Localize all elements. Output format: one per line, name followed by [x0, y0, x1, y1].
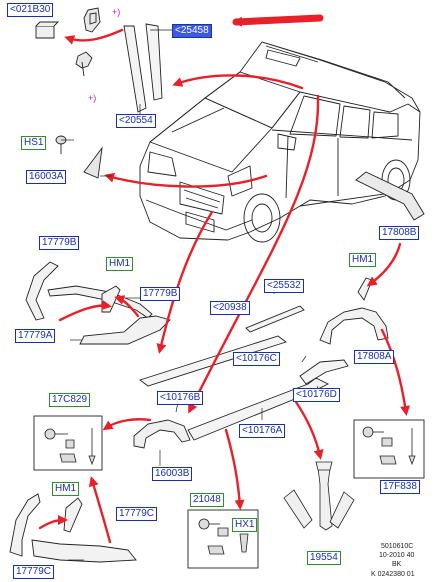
label-10176c[interactable]: <10176C — [233, 352, 280, 366]
bottom-arch-trims — [9, 493, 137, 563]
reference-code-1: 5010610C — [381, 543, 414, 550]
label-17c829[interactable]: 17C829 — [49, 393, 91, 407]
label-10176d[interactable]: <10176D — [293, 388, 340, 402]
label-17779b-mid[interactable]: 17779B — [140, 287, 181, 301]
label-hs1[interactable]: HS1 — [21, 136, 47, 150]
label-17779c-bottom[interactable]: 17779C — [13, 565, 55, 579]
label-17808b[interactable]: 17808B — [379, 226, 420, 240]
box-17c829 — [33, 415, 103, 471]
screw-hs1 — [55, 135, 67, 154]
label-19554[interactable]: 19554 — [307, 551, 341, 565]
rear-arch-parts — [319, 277, 389, 345]
reference-code-4: K 0242380 01 — [371, 571, 415, 578]
label-17779c-top[interactable]: 17779C — [116, 507, 158, 521]
label-25458[interactable]: <25458 — [172, 24, 212, 38]
sill-mouldings — [139, 305, 349, 441]
label-hm1-bottom[interactable]: HM1 — [52, 482, 80, 496]
label-17f838[interactable]: 17F838 — [380, 480, 420, 494]
label-20938[interactable]: <20938 — [210, 301, 250, 315]
triangle-16003a — [83, 146, 103, 179]
arrows — [38, 14, 411, 544]
adhesive-tubes-19554 — [283, 461, 355, 531]
label-17779b-top[interactable]: 17779B — [39, 236, 80, 250]
label-hm1-right[interactable]: HM1 — [349, 253, 377, 267]
plus-marker-bottom: +) — [88, 93, 97, 103]
label-17779a[interactable]: 17779A — [15, 329, 56, 343]
upper-clips — [75, 7, 101, 77]
label-hm1-top[interactable]: HM1 — [106, 257, 134, 271]
label-25532[interactable]: <25532 — [264, 279, 304, 293]
car-illustration — [139, 41, 421, 243]
rear-moulding-17808b — [355, 171, 425, 221]
label-20554[interactable]: <20554 — [116, 114, 156, 128]
arch-16003b — [133, 419, 191, 449]
reference-code-3: BK — [392, 561, 402, 568]
reference-code-2: 10-2010 40 — [379, 552, 415, 559]
label-16003a[interactable]: 16003A — [26, 170, 67, 184]
pad-021b30 — [35, 21, 60, 39]
label-hx1[interactable]: HX1 — [232, 518, 258, 532]
a-pillar-trims — [123, 23, 163, 113]
plus-marker-top: +) — [112, 7, 121, 17]
label-021b30[interactable]: <021B30 — [7, 3, 54, 17]
label-16003b[interactable]: 16003B — [152, 467, 193, 481]
label-21048[interactable]: 21048 — [190, 493, 224, 507]
box-21048 — [187, 509, 259, 569]
label-17808a[interactable]: 17808A — [354, 350, 395, 364]
box-17f838 — [353, 419, 425, 479]
label-10176b[interactable]: <10176B — [157, 391, 204, 405]
label-10176a[interactable]: <10176A — [239, 424, 286, 438]
